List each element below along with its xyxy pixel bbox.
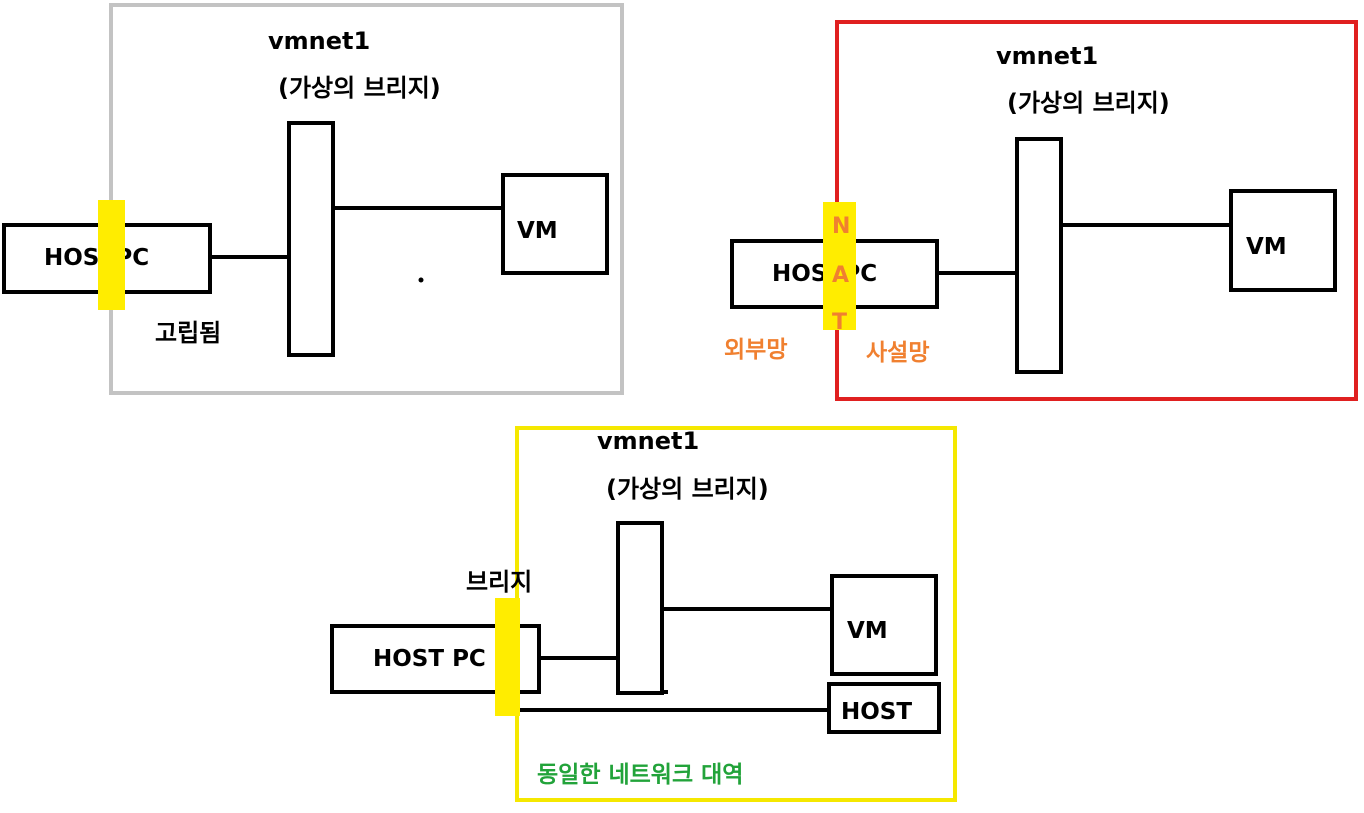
bridged-network-name: vmnet1 [597, 427, 699, 455]
nat-virtual-bridge [1015, 137, 1063, 374]
nat-panel: vmnet1 (가상의 브리지) VM HOS PC N A T 외부망 사설망 [724, 20, 1358, 401]
host-only-frame [109, 3, 624, 395]
nat-vm-box [1229, 189, 1337, 292]
host-only-boundary-highlight [98, 200, 125, 310]
nat-vm-label: VM [1246, 234, 1287, 260]
nat-letter-n: N [832, 214, 850, 239]
host-only-isolated-note: 고립됨 [155, 319, 221, 347]
bridged-vm-box [830, 574, 938, 676]
bridged-panel: vmnet1 (가상의 브리지) VM HOST HOST PC 브리지 동일한… [330, 426, 957, 802]
host-only-host-pc-label: HOS PC [44, 245, 149, 271]
nat-bridge-label: (가상의 브리지) [1007, 89, 1170, 117]
host-only-stray-dot [418, 277, 424, 283]
bridged-virtual-bridge [616, 521, 664, 695]
nat-boundary-highlight [823, 202, 856, 330]
host-only-vm-label: VM [517, 218, 558, 244]
host-only-panel: vmnet1 (가상의 브리지) VM HOS PC 고립됨 [2, 3, 624, 395]
bridged-boundary-highlight [495, 598, 520, 716]
host-only-vm-box [501, 173, 609, 275]
bridged-same-network-label: 동일한 네트워크 대역 [537, 762, 743, 788]
nat-network-name: vmnet1 [996, 42, 1098, 70]
nat-external-network-label: 외부망 [724, 337, 787, 363]
bridged-host-label: HOST [841, 699, 912, 725]
bridged-bridge-label: (가상의 브리지) [606, 475, 769, 503]
host-only-bridge-label: (가상의 브리지) [278, 74, 441, 102]
bridged-host-pc-label: HOST PC [373, 646, 486, 672]
nat-letter-t: T [832, 310, 847, 335]
host-only-network-name: vmnet1 [268, 27, 370, 55]
nat-private-network-label: 사설망 [866, 340, 929, 366]
nat-letter-a: A [832, 263, 849, 288]
host-only-virtual-bridge [287, 121, 335, 357]
bridged-vm-label: VM [847, 618, 888, 644]
bridged-bridge-tag: 브리지 [466, 568, 532, 596]
